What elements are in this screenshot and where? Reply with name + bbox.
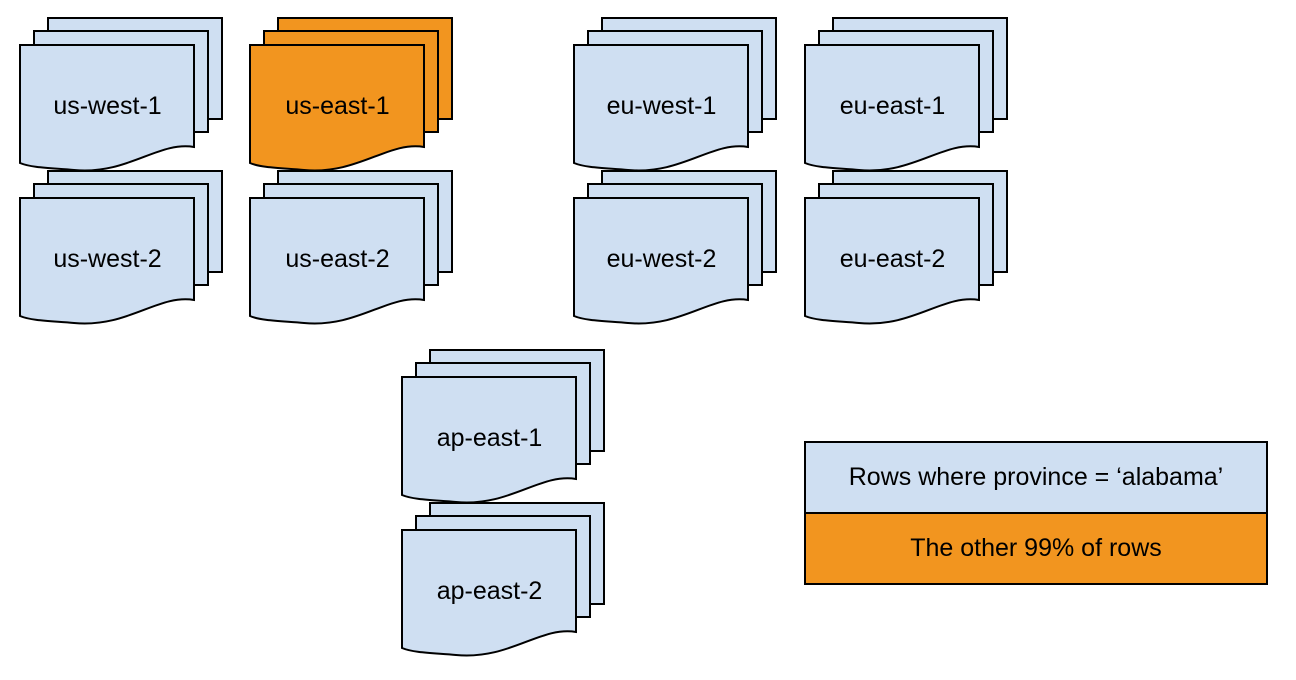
region-stack-eu-west-2: eu-west-2 <box>573 170 778 328</box>
region-stack-eu-east-1: eu-east-1 <box>804 17 1009 175</box>
document-stack-icon <box>19 170 223 325</box>
legend-label: Rows where province = ‘alabama’ <box>848 463 1224 491</box>
region-label: us-west-1 <box>53 92 162 120</box>
region-label: ap-east-2 <box>436 577 543 605</box>
document-stack-icon <box>401 349 605 504</box>
region-label: us-west-2 <box>53 245 162 273</box>
region-label: ap-east-1 <box>436 424 543 452</box>
region-stack-eu-east-2: eu-east-2 <box>804 170 1009 328</box>
document-stack-icon <box>804 17 1008 172</box>
document-stack-icon <box>804 170 1008 325</box>
document-stack-icon <box>573 17 777 172</box>
region-label: eu-west-1 <box>606 92 717 120</box>
region-stack-us-east-1: us-east-1 <box>249 17 454 175</box>
document-stack-icon <box>573 170 777 325</box>
legend: Rows where province = ‘alabama’ The othe… <box>804 441 1268 585</box>
region-label: us-east-2 <box>285 245 390 273</box>
region-stack-us-east-2: us-east-2 <box>249 170 454 328</box>
region-stack-eu-west-1: eu-west-1 <box>573 17 778 175</box>
legend-item-filtered-rows: Rows where province = ‘alabama’ <box>806 443 1266 512</box>
region-label: eu-east-2 <box>839 245 946 273</box>
region-label: us-east-1 <box>285 92 390 120</box>
front-document <box>573 197 749 325</box>
legend-label: The other 99% of rows <box>910 534 1162 562</box>
region-label: eu-west-2 <box>606 245 717 273</box>
document-stack-icon <box>249 170 453 325</box>
legend-item-other-rows: The other 99% of rows <box>806 512 1266 583</box>
front-document <box>19 197 195 325</box>
front-document <box>804 197 980 325</box>
front-document <box>401 529 577 657</box>
region-stack-ap-east-2: ap-east-2 <box>401 502 606 660</box>
document-stack-icon <box>401 502 605 657</box>
document-stack-icon <box>19 17 223 172</box>
document-stack-icon <box>249 17 453 172</box>
region-stack-us-west-2: us-west-2 <box>19 170 224 328</box>
region-stack-us-west-1: us-west-1 <box>19 17 224 175</box>
region-label: eu-east-1 <box>839 92 946 120</box>
region-stack-ap-east-1: ap-east-1 <box>401 349 606 507</box>
front-document <box>249 197 425 325</box>
